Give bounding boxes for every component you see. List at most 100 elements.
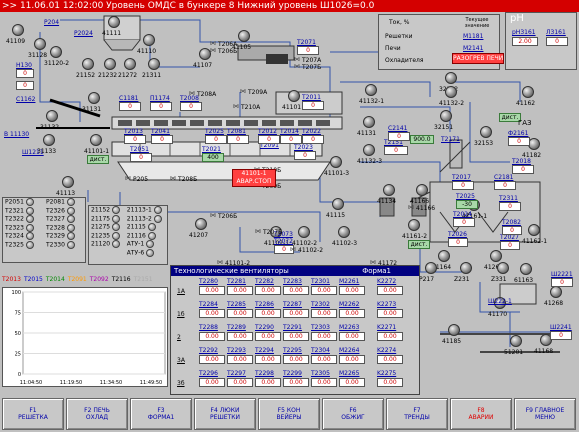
valve-icon[interactable]: ⋈ [170,175,176,182]
sensor-tag[interactable]: T2021 [202,146,221,153]
motor-icon[interactable] [288,90,300,102]
motor-icon[interactable] [438,250,450,262]
motor-icon[interactable] [50,46,62,58]
valve-icon[interactable]: ⋈ [294,56,300,63]
motor-icon[interactable] [363,144,375,156]
vent-tag[interactable]: M2261 [339,278,360,285]
motor-icon[interactable] [440,110,452,122]
sensor-tag[interactable]: П1174 [150,95,170,102]
sensor-tag[interactable]: T2026 [448,231,467,238]
vent-tag[interactable]: T2286 [255,301,274,308]
motor-icon[interactable] [270,226,282,238]
sensor-tag[interactable]: C1181 [119,95,139,102]
valve-icon[interactable]: ⋈ [408,204,414,211]
motor-icon[interactable] [540,334,552,346]
motor-icon[interactable] [383,184,395,196]
vent-tag[interactable]: K2271 [377,324,397,331]
sensor-tag[interactable]: T2025 [205,128,224,135]
valve-icon[interactable]: ⋈ [217,259,223,266]
ph-tag-1[interactable]: рН3161 [512,29,536,36]
valve-icon[interactable]: ⋈ [189,90,195,97]
motor-icon[interactable] [90,134,102,146]
valve-icon[interactable]: ⋈ [294,63,300,70]
sensor-tag[interactable]: T2171 [441,136,460,143]
vent-tag[interactable]: T2295 [283,347,302,354]
motor-icon[interactable] [143,34,155,46]
sensor-tag[interactable]: Ш2241 [550,324,572,331]
motor-icon[interactable] [528,224,540,236]
motor-icon[interactable] [332,198,344,210]
sensor-tag[interactable]: P204 [44,19,60,26]
sensor-tag[interactable]: T2091 [260,142,279,149]
sensor-tag[interactable]: T2014 [280,128,299,135]
emergency-stop-indicator[interactable]: 41101-1 АВАР.СТОП [232,169,276,187]
kiln-heatup-button[interactable]: РАЗОГРЕВ ПЕЧИ [452,53,504,64]
motor-icon[interactable] [124,58,136,70]
vent-tag[interactable]: K2272 [377,278,397,285]
sensor-tag[interactable]: T2151 [384,139,403,146]
motor-icon[interactable] [425,262,437,274]
vent-tag[interactable]: T2299 [283,370,302,377]
vent-tag[interactable]: T2305 [311,370,330,377]
vent-tag[interactable]: M2262 [339,301,360,308]
motor-icon[interactable] [480,126,492,138]
vent-tag[interactable]: K2273 [377,301,397,308]
vent-tag[interactable]: T2304 [311,347,330,354]
motor-icon[interactable] [104,58,116,70]
sensor-tag[interactable]: H130 [16,62,32,69]
motor-icon[interactable] [88,92,100,104]
sensor-tag[interactable]: T2023 [294,144,313,151]
motor-icon[interactable] [522,86,534,98]
sensor-tag[interactable]: T2012 [258,128,277,135]
trend-series-label[interactable]: T2013 [2,276,21,283]
valve-icon[interactable]: ⋈ [233,103,239,110]
trend-series-label[interactable]: T2151 [133,276,153,283]
sensor-tag[interactable]: T2024 [453,211,472,218]
motor-icon[interactable] [416,184,428,196]
motor-icon[interactable] [550,286,562,298]
motor-icon[interactable] [497,262,509,274]
sensor-tag[interactable]: Ш1211 [22,149,44,156]
trend-series-label[interactable]: T2091 [67,276,87,283]
vent-tag[interactable]: T2284 [199,301,218,308]
motor-icon[interactable] [510,335,522,347]
sensor-tag[interactable]: Ш222-1 [488,298,512,305]
info-row-tag[interactable]: M1181 [463,33,484,40]
sensor-tag[interactable]: T2011 [302,94,321,101]
vent-tag[interactable]: M2263 [339,324,360,331]
sensor-tag[interactable]: Ш2221 [551,271,573,278]
vent-tag[interactable]: T2281 [227,278,246,285]
motor-icon[interactable] [490,250,502,262]
motor-icon[interactable] [108,16,120,28]
motor-icon[interactable] [448,324,460,336]
vent-tag[interactable]: T2290 [255,324,274,331]
valve-icon[interactable]: ⋈ [210,212,216,219]
sensor-tag[interactable]: T2008 [180,95,199,102]
valve-icon[interactable]: ⋈ [210,47,216,54]
motor-icon[interactable] [199,48,211,60]
motor-icon[interactable] [408,219,420,231]
vent-tag[interactable]: T2298 [255,370,274,377]
motor-icon[interactable] [34,38,46,50]
sensor-tag[interactable]: C1162 [16,96,36,103]
sensor-tag[interactable]: T2022 [302,128,321,135]
sensor-tag[interactable]: T2071 [297,39,316,46]
vent-tag[interactable]: M2264 [339,347,360,354]
motor-icon[interactable] [494,297,506,309]
motor-icon[interactable] [363,116,375,128]
vent-tag[interactable]: T2287 [283,301,302,308]
motor-icon[interactable] [330,156,342,168]
vent-tag[interactable]: T2293 [227,347,246,354]
sensor-tag[interactable]: T2013 [124,128,143,135]
vent-tag[interactable]: T2296 [199,370,218,377]
vent-tag[interactable]: T2280 [199,278,218,285]
sensor-tag[interactable]: T2072 [274,238,293,245]
valve-icon[interactable]: ⋈ [240,88,246,95]
